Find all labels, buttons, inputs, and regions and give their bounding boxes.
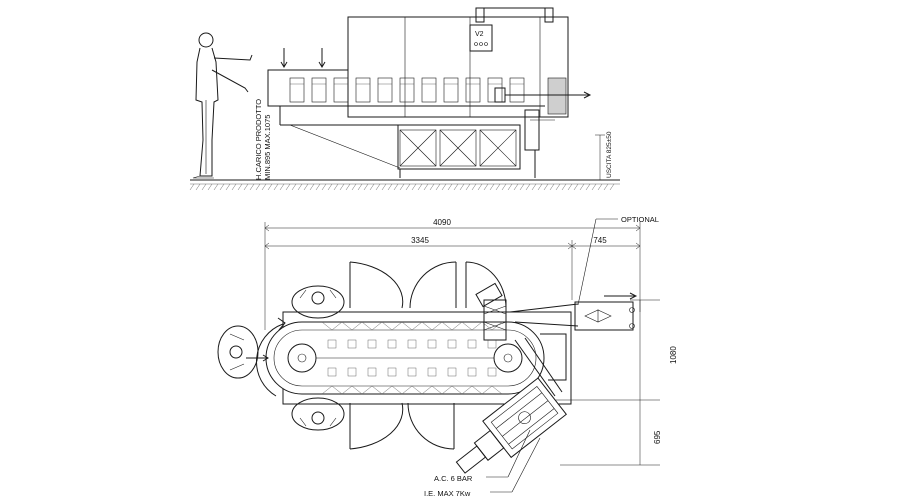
product-cup bbox=[355, 77, 371, 103]
svg-text:4090: 4090 bbox=[433, 218, 451, 227]
svg-text:OPTIONAL: OPTIONAL bbox=[621, 215, 659, 224]
track-cell bbox=[441, 321, 463, 349]
product-cup bbox=[465, 77, 481, 103]
control-panel bbox=[469, 24, 493, 52]
product-cup bbox=[443, 77, 459, 103]
cabinet-panel bbox=[479, 129, 517, 167]
track-cell bbox=[421, 367, 443, 395]
track-cell bbox=[421, 321, 443, 349]
cabinet-panel bbox=[439, 129, 477, 167]
side-view: V2 bbox=[189, 7, 620, 191]
product-cup bbox=[311, 77, 327, 103]
product-cup bbox=[333, 77, 349, 103]
exit-height-label: USCITA 825±50 bbox=[606, 131, 613, 178]
operator-plan-bottom bbox=[291, 397, 345, 431]
track-cell bbox=[401, 367, 423, 395]
svg-text:745: 745 bbox=[593, 236, 607, 245]
load-height-label: H.CARICO PRODOTTO bbox=[254, 99, 263, 180]
panel-label: V2 bbox=[475, 31, 484, 38]
power-callout: I.E. MAX 7Kw bbox=[424, 437, 541, 498]
dimension-optional: 745 bbox=[571, 236, 641, 250]
dimension-main: 3345 bbox=[264, 236, 573, 300]
machine-side: V2 bbox=[267, 7, 605, 180]
air-callout: A.C. 6 BAR bbox=[434, 429, 531, 483]
dimension-total: 4090 bbox=[264, 218, 641, 330]
operator-plan-top bbox=[291, 285, 345, 319]
svg-text:A.C. 6 BAR: A.C. 6 BAR bbox=[434, 474, 473, 483]
rotation-arrow-icon bbox=[246, 317, 286, 397]
load-height-range: MIN.895 MAX.1075 bbox=[263, 115, 272, 180]
outfeed-tower bbox=[475, 282, 567, 381]
track-cell bbox=[381, 321, 403, 349]
track-cell bbox=[321, 367, 343, 395]
optional-conveyor bbox=[509, 292, 638, 331]
carousel-track bbox=[265, 321, 545, 395]
cabinet-panel bbox=[399, 129, 437, 167]
track-cell bbox=[361, 321, 383, 349]
track-cell bbox=[481, 367, 503, 395]
product-cup bbox=[289, 77, 305, 103]
track-cell bbox=[341, 321, 363, 349]
product-cup bbox=[377, 77, 393, 103]
svg-text:I.E. MAX 7Kw: I.E. MAX 7Kw bbox=[424, 489, 471, 498]
optional-callout: OPTIONAL bbox=[577, 215, 659, 306]
dimension-height-1080: 1080 bbox=[545, 299, 678, 401]
operator-plan-left bbox=[217, 325, 259, 379]
product-cup bbox=[509, 77, 525, 103]
product-cup bbox=[399, 77, 415, 103]
svg-text:695: 695 bbox=[653, 430, 662, 444]
track-cell bbox=[441, 367, 463, 395]
product-cup bbox=[421, 77, 437, 103]
svg-text:1080: 1080 bbox=[669, 346, 678, 364]
track-cell bbox=[361, 367, 383, 395]
plan-view: 4090 3345 745 OPTIONAL 1080 69 bbox=[217, 215, 678, 498]
track-cell bbox=[401, 321, 423, 349]
operator-figure-icon bbox=[192, 32, 253, 179]
floor-line bbox=[189, 179, 620, 191]
svg-text:3345: 3345 bbox=[411, 236, 429, 245]
capping-unit bbox=[455, 337, 567, 474]
track-cell bbox=[321, 321, 343, 349]
track-cell bbox=[341, 367, 363, 395]
dimension-height-695: 695 bbox=[560, 400, 662, 466]
track-cell bbox=[461, 367, 483, 395]
track-cell bbox=[381, 367, 403, 395]
track-cell bbox=[461, 321, 483, 349]
